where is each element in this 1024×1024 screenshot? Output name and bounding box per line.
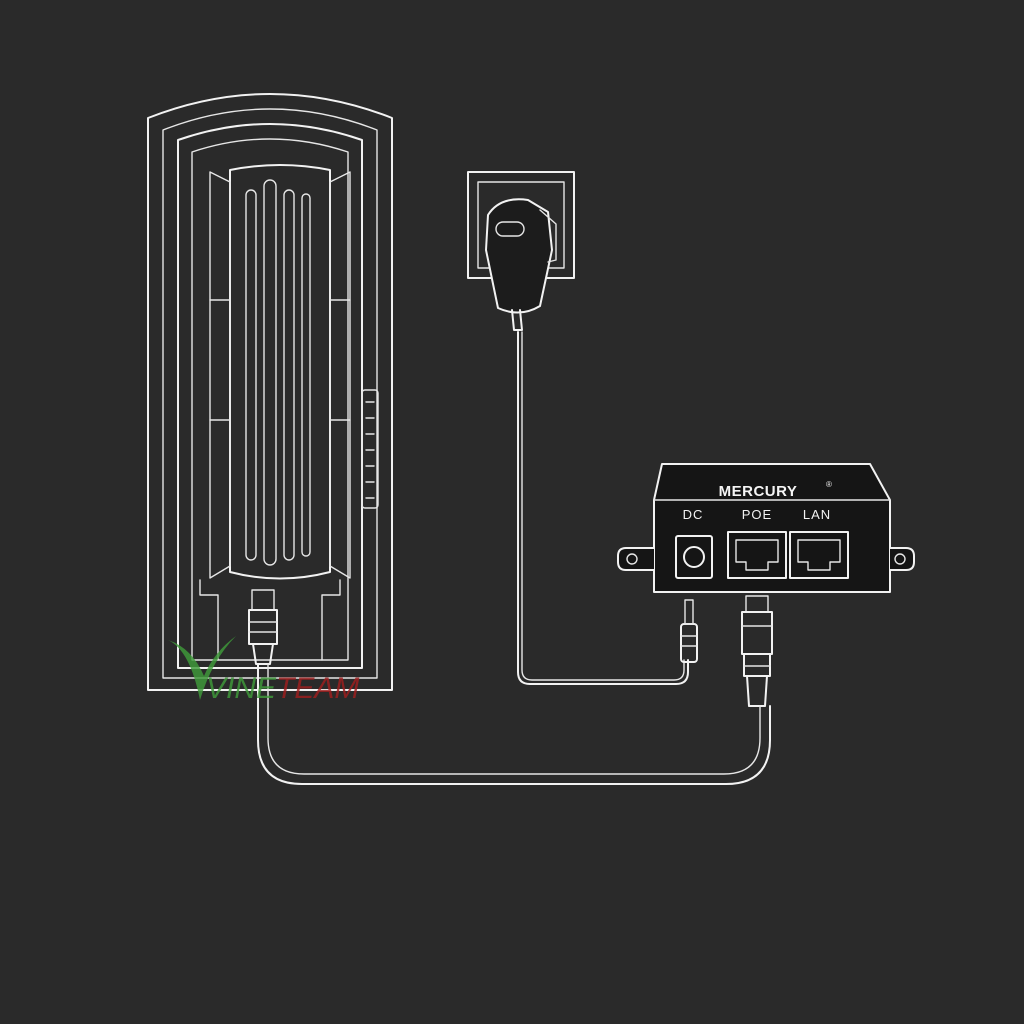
cpe-frame: [177, 123, 363, 669]
dc-power-cable: [517, 331, 689, 685]
lan-port: [789, 531, 849, 579]
lan-port-frame: [789, 531, 849, 579]
antenna-panel: [229, 164, 331, 580]
left-mount-hole: [626, 553, 638, 565]
power-adapter: [485, 198, 557, 331]
plug-head: [745, 595, 769, 613]
brand-registered-mark: ®: [826, 480, 833, 489]
led-indicator-dots: [365, 401, 375, 499]
right-mount-tab: [889, 547, 915, 571]
lan-port-label: LAN: [803, 507, 831, 522]
antenna-panel-left-wing: [209, 171, 231, 579]
vineteam-watermark: VINETEAM: [168, 636, 359, 705]
plug-boot-upper: [743, 653, 771, 677]
ethernet-cable-inner: [267, 663, 761, 775]
lan-port-socket: [797, 539, 841, 571]
antenna-rib: [245, 189, 257, 561]
ethernet-cable: [257, 663, 771, 785]
adapter-cable-strain: [511, 309, 523, 331]
antenna-panel-right-wing: [329, 171, 351, 579]
dc-jack: [675, 535, 713, 579]
plug-boot-lower: [746, 675, 768, 707]
adapter-side: [539, 209, 557, 263]
left-mount-tab: [617, 547, 655, 571]
dc-power-cable-inner: [521, 331, 685, 681]
dc-port-label: DC: [683, 507, 704, 522]
poe-port-socket: [735, 539, 779, 571]
antenna-rib: [263, 179, 277, 566]
plug-boot: [252, 643, 274, 665]
cpe-housing-outline: [147, 93, 393, 691]
injector-ethernet-plug: [741, 595, 773, 707]
dc-barrel-plug: [680, 599, 698, 663]
barrel-plug-body: [680, 623, 698, 663]
cpe-recess-left: [199, 579, 219, 661]
watermark-leaf-icon: [168, 636, 236, 700]
outdoor-cpe-unit: [147, 93, 393, 691]
right-mount-hole: [894, 553, 906, 565]
poe-port: [727, 531, 787, 579]
poe-port-frame: [727, 531, 787, 579]
plug-body: [248, 609, 278, 645]
brand-logo: MERCURY: [719, 483, 798, 500]
poe-port-label: POE: [742, 507, 772, 522]
dc-jack-hole: [683, 546, 705, 568]
barrel-plug-tip: [684, 599, 694, 625]
plug-head: [251, 589, 275, 611]
cpe-frame-inner: [191, 138, 349, 661]
adapter-label-slot: [495, 221, 525, 237]
watermark-text: VINETEAM: [206, 672, 359, 705]
antenna-rib: [283, 189, 295, 561]
cpe-ethernet-plug: [248, 589, 278, 665]
led-indicator-strip: [361, 389, 379, 509]
adapter-body: [485, 198, 553, 314]
cpe-recess-right: [321, 579, 341, 661]
antenna-rib: [301, 193, 311, 557]
poe-injector: MERCURY ® DC POE LAN: [617, 463, 915, 593]
plug-body: [741, 611, 773, 655]
cpe-housing-inner-outline: [162, 108, 378, 679]
